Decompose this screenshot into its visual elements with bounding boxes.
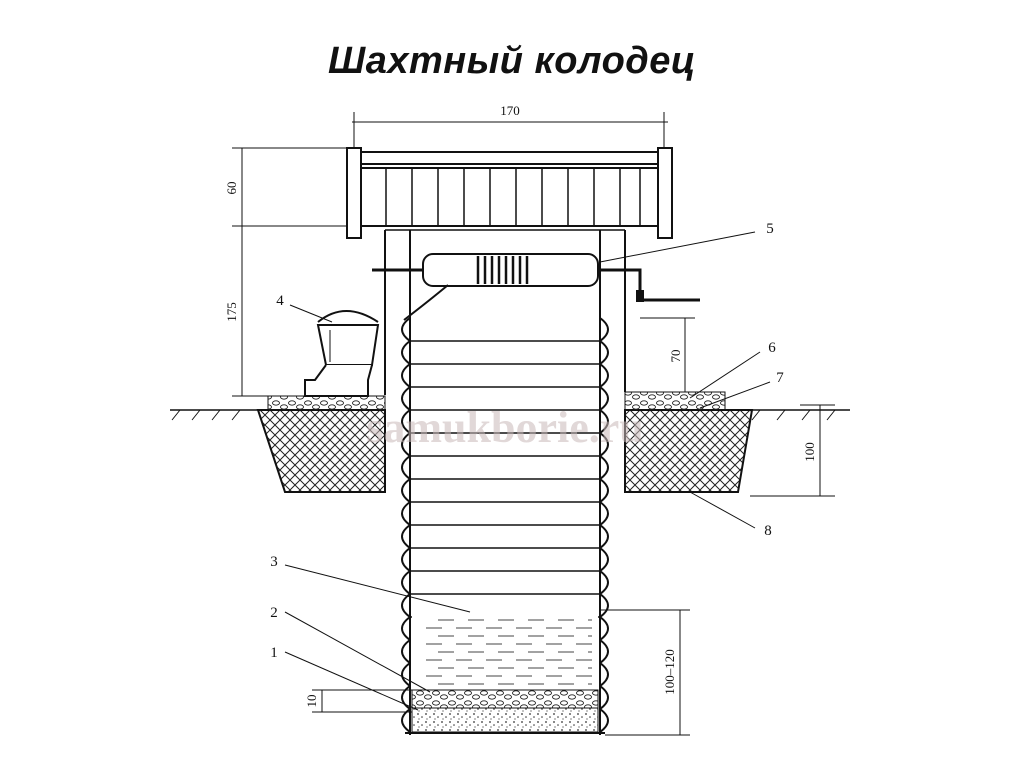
dim-clay-depth: 100: [802, 442, 817, 462]
callout-sand-layer: 7: [776, 370, 784, 386]
dimension-lines: [232, 112, 835, 736]
log-ring-left: [401, 432, 411, 457]
dim-post-height: 175: [224, 302, 239, 322]
log-ring-left: [401, 409, 411, 434]
dim-water-depth: 100–120: [662, 649, 677, 695]
callout-clay-castle: 8: [764, 523, 772, 539]
callout-leaders: [284, 231, 771, 711]
roof: [346, 147, 673, 239]
callout-water: 3: [270, 554, 278, 570]
filter-bottom: [405, 689, 605, 734]
log-ring-right: [599, 432, 609, 457]
water: [412, 612, 598, 690]
log-ring-left: [401, 478, 411, 503]
drum: [372, 253, 700, 321]
log-ring-right: [599, 616, 609, 641]
dim-roof-width: 170: [500, 103, 520, 118]
log-ring-left: [401, 593, 411, 618]
log-ring-left: [401, 708, 411, 733]
log-ring-right: [599, 570, 609, 595]
log-ring-left: [401, 524, 411, 549]
watermark: samukborie.ru: [366, 403, 643, 452]
log-ring-right: [599, 639, 609, 664]
log-ring-left: [401, 386, 411, 411]
log-ring-right: [599, 386, 609, 411]
dim-crank-height: 70: [668, 350, 683, 363]
log-ring-left: [401, 317, 411, 342]
log-ring-left: [401, 340, 411, 365]
log-ring-left: [401, 685, 411, 710]
log-ring-right: [599, 455, 609, 480]
callout-drum: 5: [766, 221, 774, 237]
callout-pavement: 6: [768, 340, 776, 356]
log-ring-right: [599, 478, 609, 503]
log-ring-left: [401, 662, 411, 687]
bucket: [304, 310, 380, 397]
page-title: Шахтный колодец: [328, 40, 696, 82]
log-ring-right: [599, 409, 609, 434]
log-ring-left: [401, 501, 411, 526]
log-ring-right: [599, 685, 609, 710]
log-ring-left: [401, 570, 411, 595]
log-ring-right: [599, 708, 609, 733]
log-ring-left: [401, 363, 411, 388]
dim-roof-height: 60: [224, 182, 239, 195]
log-ring-left: [401, 455, 411, 480]
callout-filter-bottom: 1: [270, 645, 278, 661]
log-ring-right: [599, 317, 609, 342]
pavement: [267, 391, 726, 411]
dim-filter-height: 10: [304, 695, 319, 708]
log-ring-right: [599, 363, 609, 388]
log-ring-left: [401, 547, 411, 572]
log-ring-right: [599, 340, 609, 365]
log-ring-right: [599, 524, 609, 549]
log-ring-right: [599, 662, 609, 687]
log-ring-right: [599, 547, 609, 572]
callout-gravel-layer: 2: [270, 605, 278, 621]
log-ring-right: [599, 593, 609, 618]
log-ring-left: [401, 639, 411, 664]
log-ring-right: [599, 501, 609, 526]
log-ring-left: [401, 616, 411, 641]
callout-bucket: 4: [276, 293, 284, 309]
